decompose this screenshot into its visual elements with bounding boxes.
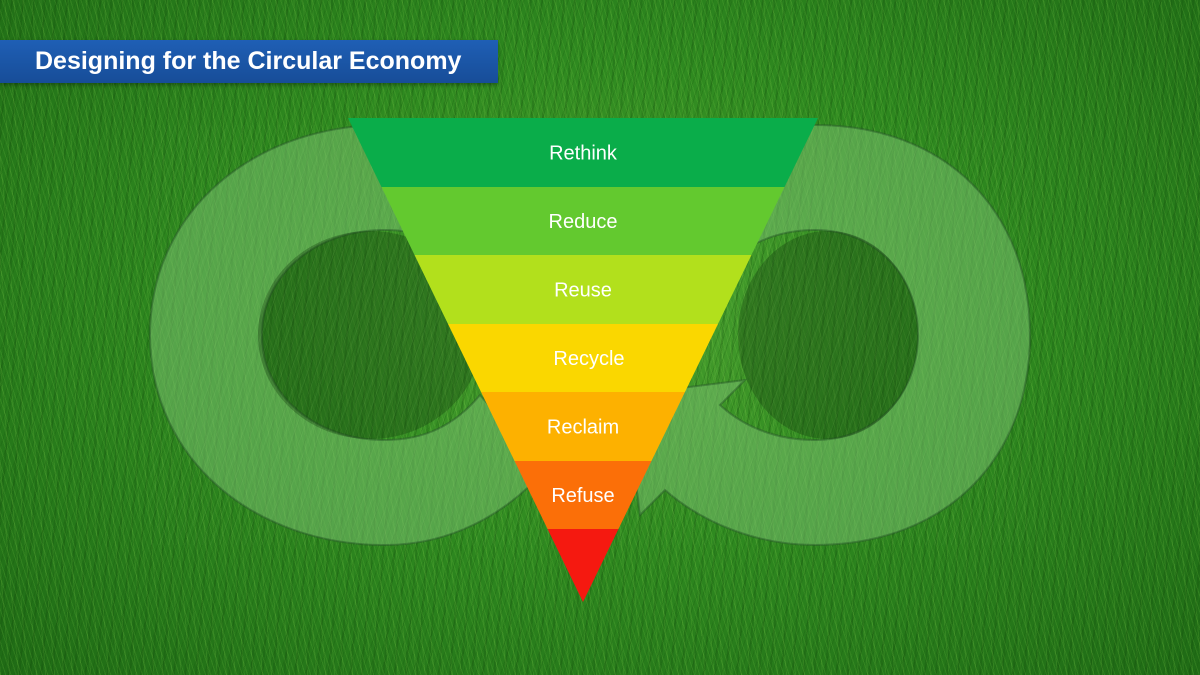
pyramid-label-refuse: Refuse: [551, 485, 614, 507]
page-title: Designing for the Circular Economy: [35, 47, 462, 75]
pyramid-band-reclaim: [481, 392, 685, 461]
pyramid-label-recycle: Recycle: [553, 348, 624, 370]
pyramid-band-rethink: [348, 118, 818, 187]
pyramid-label-reuse: Reuse: [554, 280, 612, 302]
pyramid-band-recycle: [448, 324, 718, 392]
pyramid-band-reduce: [381, 187, 785, 255]
pyramid-label-reclaim: Reclaim: [547, 417, 619, 439]
pyramid-band-reuse: [414, 255, 752, 324]
pyramid-label-rethink: Rethink: [549, 143, 618, 165]
title-bar: Designing for the Circular Economy: [0, 40, 498, 83]
pyramid-label-reduce: Reduce: [549, 211, 618, 233]
pyramid-band-refuse: [514, 461, 652, 529]
pyramid-band-apex: [547, 529, 619, 602]
